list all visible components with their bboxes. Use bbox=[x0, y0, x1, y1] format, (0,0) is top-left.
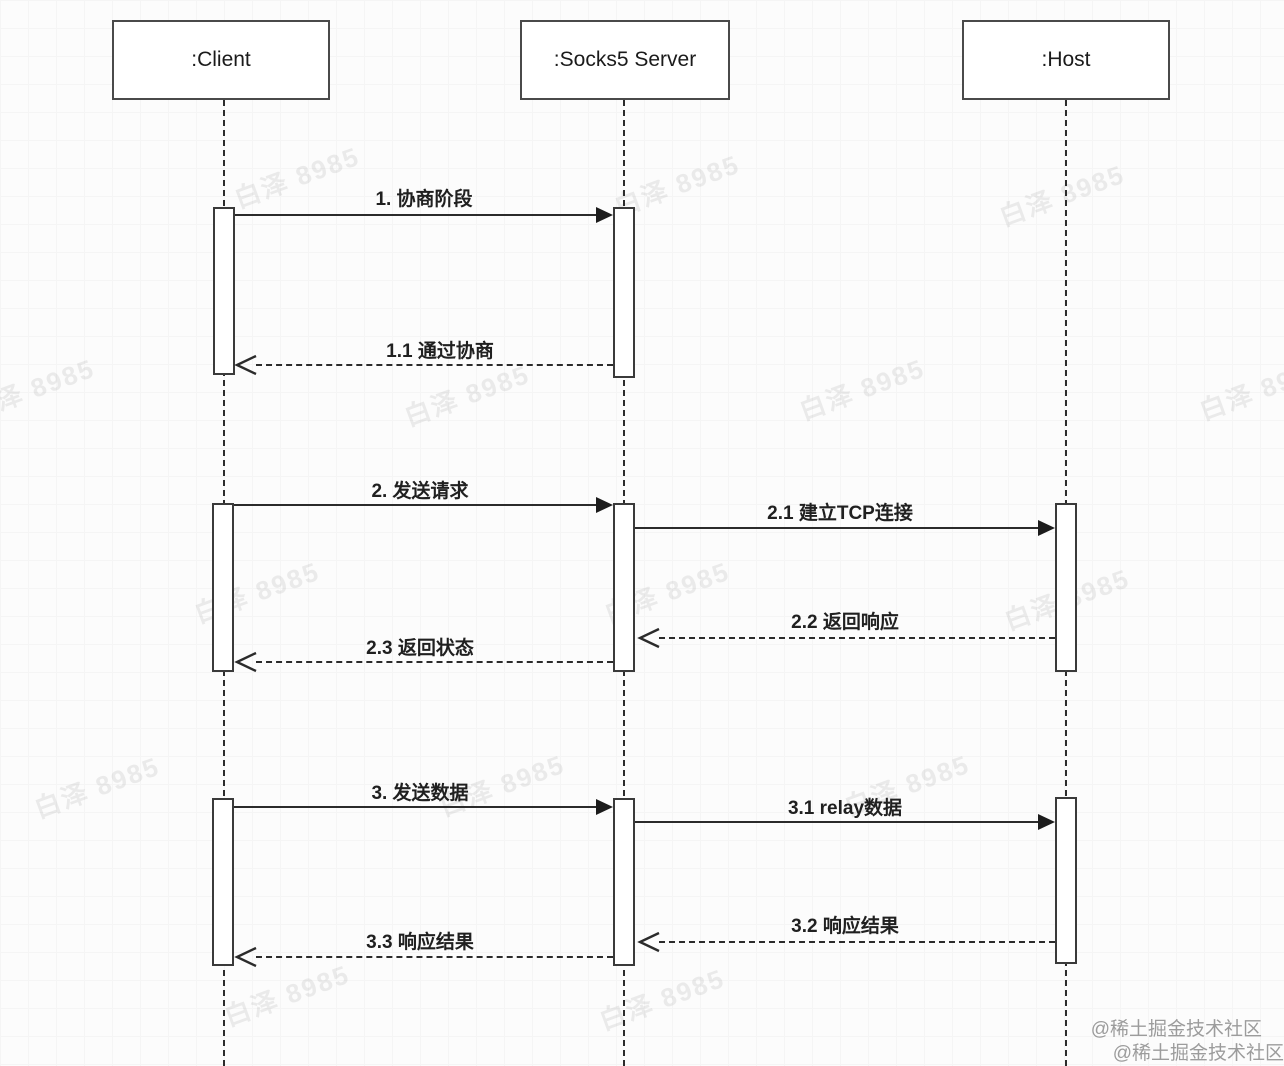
solid-arrowhead-icon bbox=[596, 207, 613, 223]
open-arrowhead-icon bbox=[637, 627, 660, 649]
author-watermark: 白泽 8985 bbox=[400, 358, 534, 433]
message-line bbox=[256, 956, 613, 958]
message-line bbox=[235, 214, 596, 216]
actor-label-host: :Host bbox=[1041, 48, 1091, 71]
activation-bar-client-2 bbox=[212, 503, 234, 672]
solid-arrowhead-icon bbox=[596, 497, 613, 513]
actor-box-socks5-server: :Socks5 Server bbox=[520, 20, 730, 100]
activation-bar-server-1 bbox=[613, 207, 635, 378]
message-line bbox=[234, 504, 596, 506]
activation-bar-client-3 bbox=[212, 798, 234, 966]
author-watermark: 白泽 8985 bbox=[795, 352, 929, 427]
activation-bar-host-2 bbox=[1055, 503, 1077, 672]
site-watermark-line2: @稀土掘金技术社区 bbox=[1112, 1043, 1284, 1064]
activation-bar-server-2 bbox=[613, 503, 635, 672]
message-line bbox=[256, 364, 613, 366]
author-watermark: 白泽 8985 bbox=[230, 140, 364, 215]
message-label: 1. 协商阶段 bbox=[375, 189, 473, 210]
message-label: 3.1 relay数据 bbox=[787, 798, 903, 819]
activation-bar-client-1 bbox=[213, 207, 235, 375]
message-label: 2.1 建立TCP连接 bbox=[767, 503, 913, 524]
message-line bbox=[234, 806, 596, 808]
open-arrowhead-icon bbox=[234, 946, 257, 968]
message-line bbox=[256, 661, 613, 663]
message-label: 1.1 通过协商 bbox=[386, 341, 494, 362]
open-arrowhead-icon bbox=[234, 354, 257, 376]
message-line bbox=[635, 527, 1038, 529]
actor-label-client: :Client bbox=[191, 48, 251, 71]
message-line bbox=[635, 821, 1038, 823]
activation-bar-server-3 bbox=[613, 798, 635, 966]
open-arrowhead-icon bbox=[234, 651, 257, 673]
message-label: 3.3 响应结果 bbox=[366, 932, 474, 953]
actor-box-host: :Host bbox=[962, 20, 1170, 100]
solid-arrowhead-icon bbox=[1038, 520, 1055, 536]
message-label: 2. 发送请求 bbox=[371, 481, 469, 502]
author-watermark: 白泽 8985 bbox=[0, 352, 99, 427]
author-watermark: 白泽 8985 bbox=[190, 555, 324, 630]
site-watermark-line1: @稀土掘金技术社区 bbox=[1090, 1019, 1262, 1040]
author-watermark: 白泽 8985 bbox=[1195, 352, 1284, 427]
author-watermark: 白泽 8985 bbox=[995, 158, 1129, 233]
message-line bbox=[659, 941, 1055, 943]
message-label: 3.2 响应结果 bbox=[791, 916, 899, 937]
author-watermark: 白泽 8985 bbox=[595, 962, 729, 1037]
message-line bbox=[659, 637, 1055, 639]
message-label: 3. 发送数据 bbox=[371, 783, 469, 804]
message-label: 2.3 返回状态 bbox=[366, 638, 474, 659]
actor-box-client: :Client bbox=[112, 20, 330, 100]
open-arrowhead-icon bbox=[637, 931, 660, 953]
solid-arrowhead-icon bbox=[1038, 814, 1055, 830]
activation-bar-host-3 bbox=[1055, 797, 1077, 964]
solid-arrowhead-icon bbox=[596, 799, 613, 815]
message-label: 2.2 返回响应 bbox=[791, 612, 899, 633]
author-watermark: 白泽 8985 bbox=[30, 750, 164, 825]
actor-label-socks5-server: :Socks5 Server bbox=[553, 48, 697, 71]
